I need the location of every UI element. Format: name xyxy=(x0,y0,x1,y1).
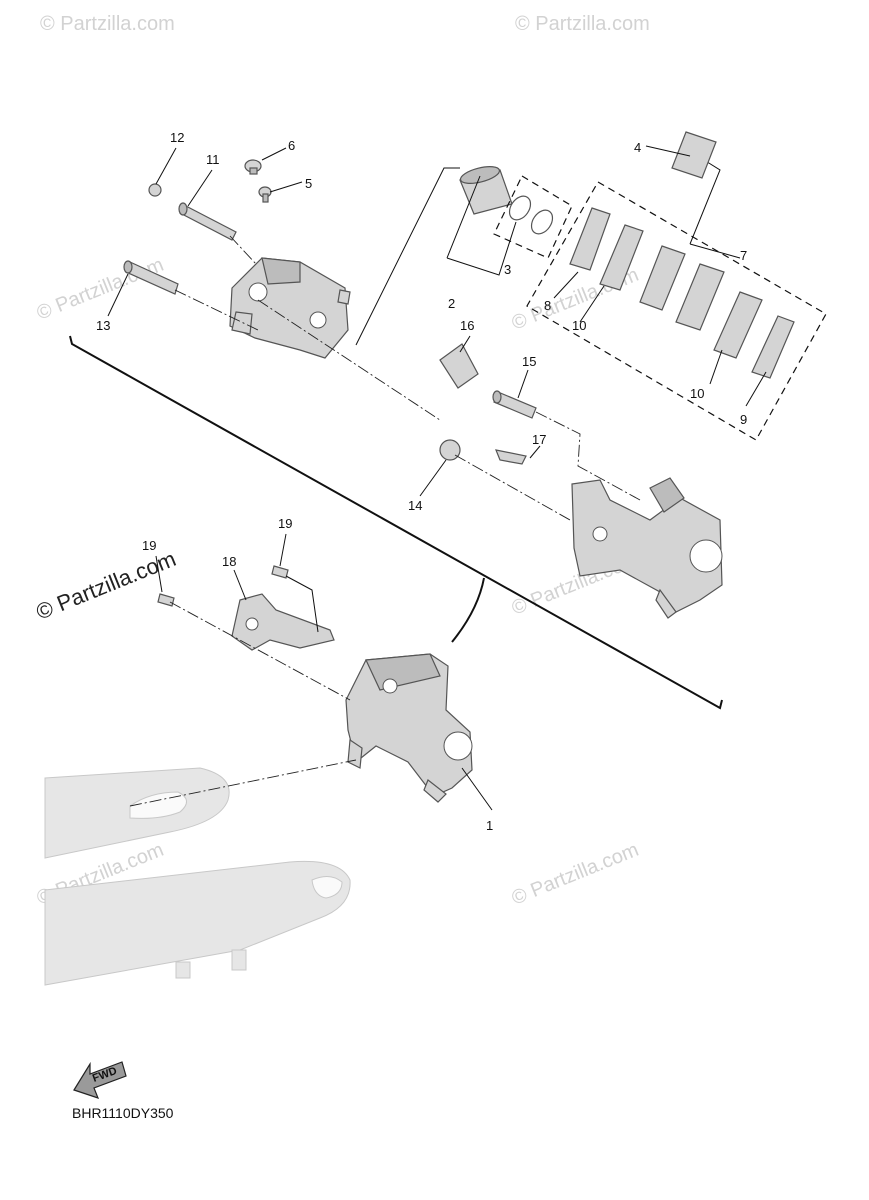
leader-3 xyxy=(446,221,517,276)
piston-2 xyxy=(459,166,513,215)
centerline xyxy=(535,411,641,501)
callout-3: 3 xyxy=(504,262,511,277)
callout-10: 10 xyxy=(690,386,704,401)
leader-16 xyxy=(459,335,471,353)
callouts: 1 2 3 4 5 6 7 8 9 10 10 11 12 13 14 15 1… xyxy=(96,130,747,833)
callout-11: 11 xyxy=(206,152,220,167)
callout-14: 14 xyxy=(408,498,422,513)
leader-19-left xyxy=(155,555,163,593)
centerline xyxy=(129,759,357,807)
leader-5 xyxy=(269,181,303,193)
centerline xyxy=(174,289,259,331)
leader-18 xyxy=(233,569,247,601)
callout-15: 15 xyxy=(522,354,536,369)
leader-8 xyxy=(553,271,579,299)
screw-5 xyxy=(258,186,272,203)
fwd-arrow: FWD xyxy=(73,1061,127,1099)
assembly-bracket-line xyxy=(69,335,723,710)
callout-18: 18 xyxy=(222,554,236,569)
bracket-18 xyxy=(231,593,335,651)
pad-spring-4 xyxy=(671,131,717,179)
bolt-19-right xyxy=(271,565,289,579)
leader-piston xyxy=(355,167,460,346)
bolt-11 xyxy=(178,202,237,241)
callout-5: 5 xyxy=(305,176,312,191)
callout-19: 19 xyxy=(278,516,292,531)
diagram-code: BHR1110DY350 xyxy=(72,1105,174,1121)
callout-2: 2 xyxy=(448,296,455,311)
leader-11 xyxy=(187,169,213,207)
bolt-19-left xyxy=(157,593,175,607)
leader-15 xyxy=(517,369,529,399)
callout-6: 6 xyxy=(288,138,295,153)
callout-16: 16 xyxy=(460,318,474,333)
assembly-connector-line xyxy=(451,577,485,643)
centerline xyxy=(257,299,441,421)
leader-1 xyxy=(461,767,493,811)
pad-set-outline xyxy=(526,181,827,441)
callout-12: 12 xyxy=(170,130,184,145)
watermark: © Partzilla.com xyxy=(509,839,642,910)
callout-1: 1 xyxy=(486,818,493,833)
seals-3 xyxy=(508,195,554,235)
watermark: © Partzilla.com xyxy=(34,254,167,325)
leader-10b xyxy=(709,349,723,385)
leader-17 xyxy=(529,445,541,459)
callout-17: 17 xyxy=(532,432,546,447)
swingarm-ghost xyxy=(44,767,351,986)
brake-pads xyxy=(569,207,795,379)
plug-6 xyxy=(244,159,262,175)
leader-7-left xyxy=(689,159,721,245)
caliper-body-lower xyxy=(345,653,473,803)
leader-19-right xyxy=(279,533,287,567)
watermark-strong: © Partzilla.com xyxy=(33,546,180,625)
leader-14 xyxy=(419,459,447,497)
centerline xyxy=(454,454,571,521)
callout-10: 10 xyxy=(572,318,586,333)
callout-8: 8 xyxy=(544,298,551,313)
washer-14 xyxy=(439,439,461,461)
leader-6 xyxy=(261,147,287,161)
leader-9 xyxy=(745,371,767,407)
watermark: © Partzilla.com xyxy=(40,13,175,35)
leader-13 xyxy=(107,273,129,317)
pin-13 xyxy=(123,260,179,295)
callout-9: 9 xyxy=(740,412,747,427)
leader-7-right xyxy=(689,243,741,259)
callout-7: 7 xyxy=(740,248,747,263)
caliper-bracket-upper xyxy=(229,257,351,359)
centerline xyxy=(229,235,257,265)
seal-set-outline xyxy=(493,175,573,259)
callout-13: 13 xyxy=(96,318,110,333)
leader-4 xyxy=(645,145,691,157)
cap-12 xyxy=(148,183,162,197)
leader-19-bracket xyxy=(285,575,319,633)
clip-17 xyxy=(495,449,527,465)
leader-2 xyxy=(446,175,481,259)
caliper-body-upper xyxy=(571,477,723,619)
leader-12 xyxy=(155,147,177,185)
callout-4: 4 xyxy=(634,140,641,155)
pin-15 xyxy=(492,390,537,419)
centerline xyxy=(169,601,351,701)
boot-16 xyxy=(439,343,479,389)
callout-19: 19 xyxy=(142,538,156,553)
leader-10a xyxy=(579,285,605,323)
watermark: © Partzilla.com xyxy=(515,13,650,35)
